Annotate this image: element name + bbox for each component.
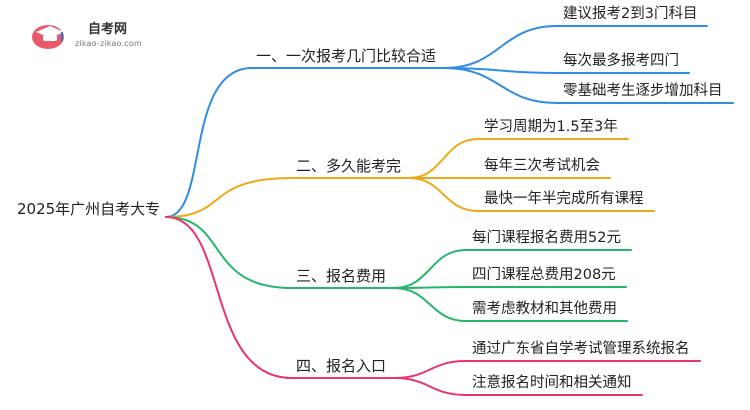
root-node: 2025年广州自考大专: [17, 200, 161, 218]
leaf-node-1-2: 每次最多报考四门: [563, 53, 679, 69]
leaf-connector-3-3: [393, 287, 628, 322]
branch-node-2: 二、多久能考完: [296, 157, 402, 175]
leaf-node-3-3: 需考虑教材和其他费用: [472, 301, 617, 317]
leaf-node-3-1: 每门课程报名费用52元: [472, 230, 621, 246]
logo-url: zikao-zikao.com: [75, 39, 142, 48]
leaf-connector-4-1: [393, 360, 701, 379]
leaf-node-4-2: 注意报名时间和相关通知: [472, 375, 632, 391]
leaf-node-1-3: 零基础考生逐步增加科目: [563, 83, 723, 99]
branch-connector-1: [165, 67, 445, 218]
leaf-node-3-2: 四门课程总费用208元: [472, 267, 616, 283]
branch-connector-3: [165, 216, 395, 289]
leaf-node-1-1: 建议报考2到3门科目: [563, 6, 698, 22]
leaf-connector-1-3: [443, 67, 734, 104]
branch-connector-4: [165, 216, 395, 379]
branch-connector-2: [165, 177, 410, 218]
leaf-connector-1-2: [443, 67, 690, 74]
leaf-connector-4-2: [393, 377, 643, 396]
leaf-node-4-1: 通过广东省自学考试管理系统报名: [472, 341, 690, 357]
leaf-connector-1-1: [443, 25, 708, 69]
branch-node-3: 三、报名费用: [296, 267, 387, 285]
logo-name: 自考网: [88, 22, 128, 37]
leaf-connector-3-2: [393, 286, 627, 289]
leaf-connector-3-1: [393, 249, 632, 289]
leaf-connector-2-1: [408, 138, 629, 179]
branch-node-1: 一、一次报考几门比较合适: [256, 47, 437, 65]
leaf-node-2-3: 最快一年半完成所有课程: [484, 191, 644, 207]
branch-node-4: 四、报名入口: [296, 357, 387, 375]
leaf-node-2-1: 学习周期为1.5至3年: [484, 119, 618, 135]
graduation-cap-icon: [32, 25, 64, 49]
leaf-connector-2-3: [408, 177, 655, 212]
leaf-node-2-2: 每年三次考试机会: [484, 158, 600, 174]
site-logo[interactable]: 自考网 zikao-zikao.com: [30, 15, 160, 55]
